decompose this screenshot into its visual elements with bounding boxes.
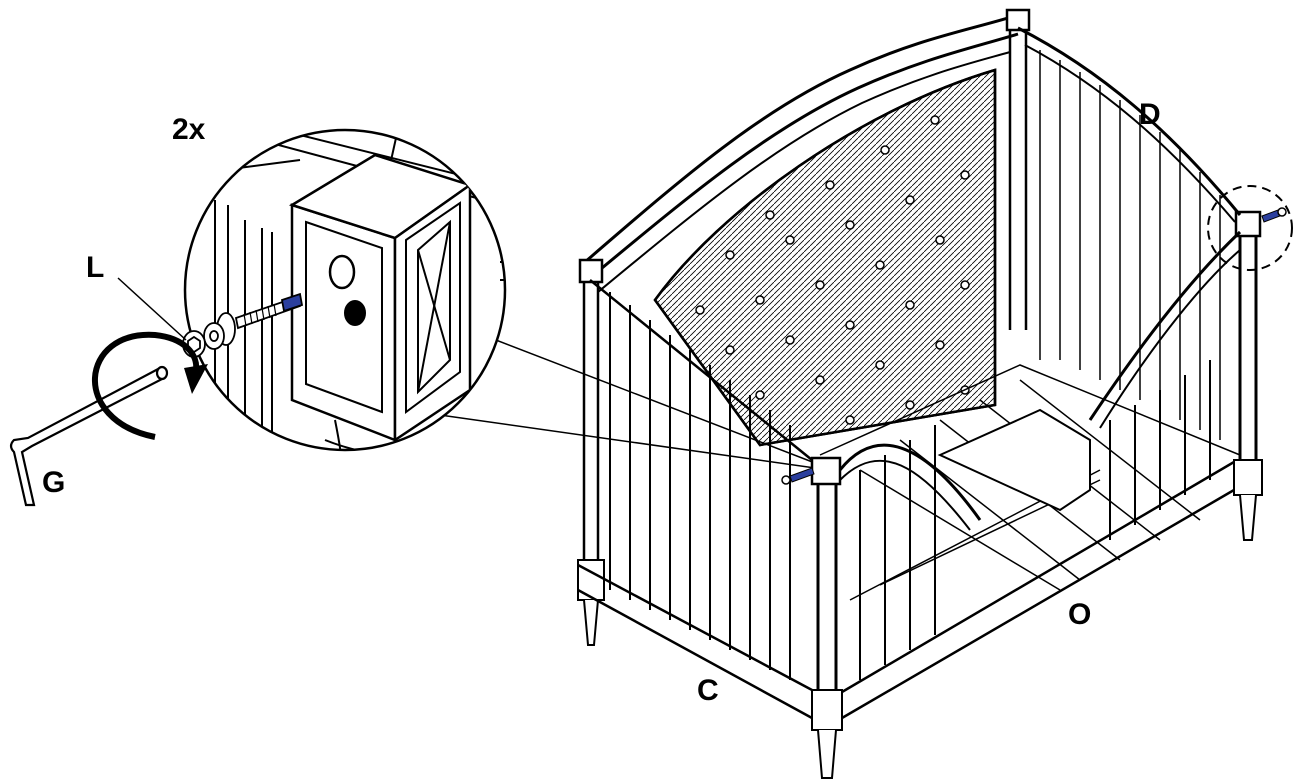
bolt bbox=[182, 292, 304, 358]
allen-key-icon bbox=[9, 365, 169, 507]
part-label-C: C bbox=[697, 674, 719, 707]
tufted-panel bbox=[653, 68, 997, 447]
leader-line-L bbox=[117, 277, 187, 341]
quantity-label: 2x bbox=[172, 113, 206, 146]
part-label-L: L bbox=[86, 251, 105, 284]
crib-drawing bbox=[577, 8, 1293, 779]
part-label-O: O bbox=[1068, 598, 1092, 631]
part-label-G: G bbox=[42, 466, 66, 499]
zoom-detail-circle bbox=[182, 128, 507, 452]
part-label-D: D bbox=[1139, 98, 1161, 131]
curved-arrow-icon bbox=[92, 331, 208, 440]
